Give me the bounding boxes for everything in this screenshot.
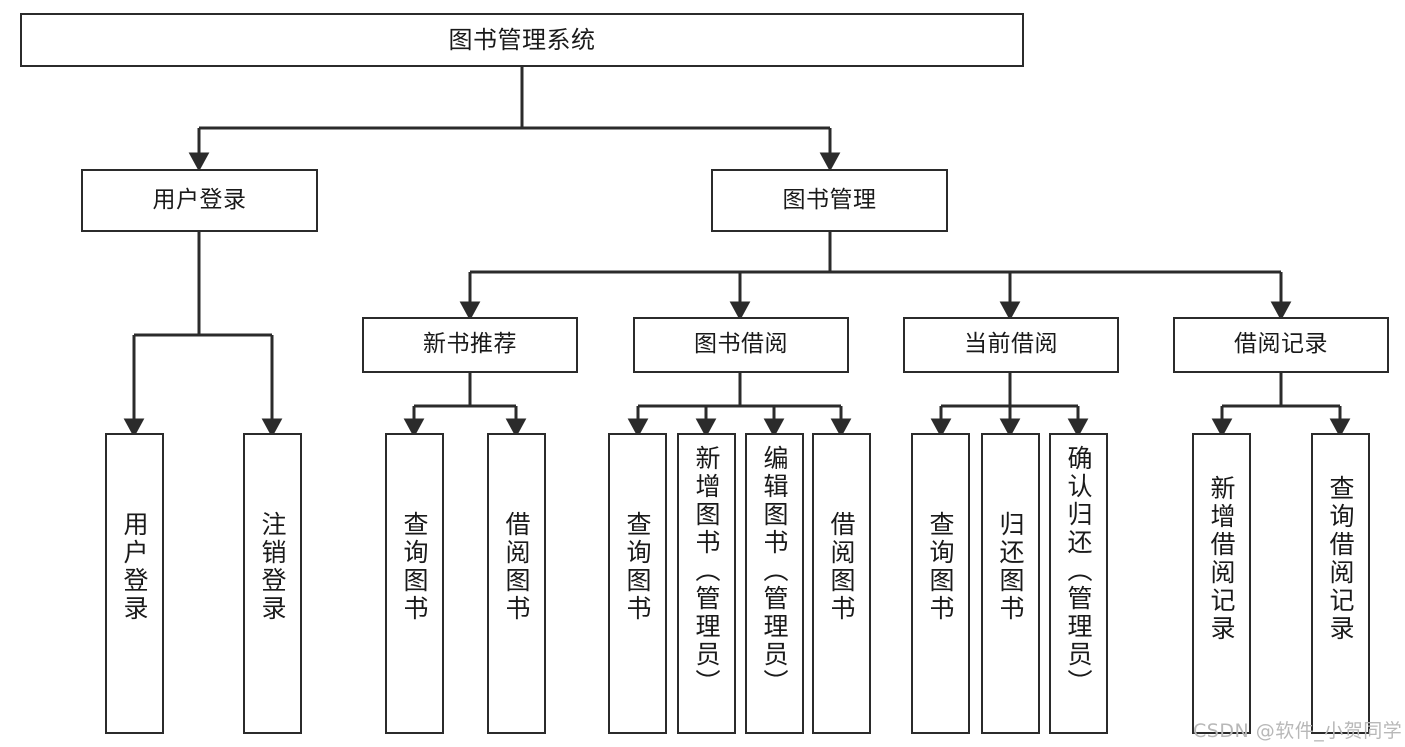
node-leaf-borrow-book-2-label: 借阅图书	[827, 511, 856, 623]
node-borrow-record[interactable]: 借阅记录	[1173, 317, 1389, 373]
node-root-label: 图书管理系统	[448, 25, 596, 54]
node-book-manage-label: 图书管理	[782, 186, 877, 213]
node-leaf-return-book-label: 归还图书	[996, 511, 1025, 623]
node-root[interactable]: 图书管理系统	[20, 13, 1024, 67]
node-leaf-borrow-book-1-label: 借阅图书	[502, 511, 531, 623]
csdn-watermark: CSDN @软件_小贺同学	[1193, 716, 1402, 743]
node-user-login[interactable]: 用户登录	[81, 169, 318, 232]
node-leaf-query-book-1[interactable]: 查询图书	[385, 433, 444, 734]
node-leaf-confirm-return[interactable]: 确认归还（管理员）	[1049, 433, 1108, 734]
node-current-borrow[interactable]: 当前借阅	[903, 317, 1119, 373]
node-leaf-borrow-book-1[interactable]: 借阅图书	[487, 433, 546, 734]
node-leaf-user-login-label: 用户登录	[120, 511, 149, 623]
node-leaf-query-record-label: 查询借阅记录	[1326, 475, 1355, 643]
node-leaf-add-book[interactable]: 新增图书（管理员）	[677, 433, 736, 734]
node-borrow-record-label: 借阅记录	[1234, 331, 1328, 358]
node-new-book-recommend-label: 新书推荐	[423, 331, 517, 358]
node-leaf-add-book-label: 新增图书（管理员）	[692, 445, 721, 697]
node-current-borrow-label: 当前借阅	[964, 331, 1058, 358]
node-book-borrow-label: 图书借阅	[694, 331, 788, 358]
node-leaf-query-book-2-label: 查询图书	[623, 511, 652, 623]
node-leaf-logout-label: 注销登录	[258, 511, 287, 623]
node-leaf-edit-book-label: 编辑图书（管理员）	[760, 445, 789, 697]
node-leaf-borrow-book-2[interactable]: 借阅图书	[812, 433, 871, 734]
node-leaf-add-record-label: 新增借阅记录	[1207, 475, 1236, 643]
node-book-borrow[interactable]: 图书借阅	[633, 317, 849, 373]
node-leaf-add-record[interactable]: 新增借阅记录	[1192, 433, 1251, 734]
node-leaf-user-login[interactable]: 用户登录	[105, 433, 164, 734]
node-user-login-label: 用户登录	[152, 186, 247, 213]
node-leaf-confirm-return-label: 确认归还（管理员）	[1064, 445, 1093, 697]
node-leaf-query-book-2[interactable]: 查询图书	[608, 433, 667, 734]
node-leaf-return-book[interactable]: 归还图书	[981, 433, 1040, 734]
node-leaf-edit-book[interactable]: 编辑图书（管理员）	[745, 433, 804, 734]
node-book-manage[interactable]: 图书管理	[711, 169, 948, 232]
node-leaf-query-record[interactable]: 查询借阅记录	[1311, 433, 1370, 734]
node-leaf-query-book-1-label: 查询图书	[400, 511, 429, 623]
node-leaf-logout[interactable]: 注销登录	[243, 433, 302, 734]
node-new-book-recommend[interactable]: 新书推荐	[362, 317, 578, 373]
node-leaf-query-book-3[interactable]: 查询图书	[911, 433, 970, 734]
node-leaf-query-book-3-label: 查询图书	[926, 511, 955, 623]
csdn-watermark-text: CSDN @软件_小贺同学	[1193, 720, 1403, 742]
